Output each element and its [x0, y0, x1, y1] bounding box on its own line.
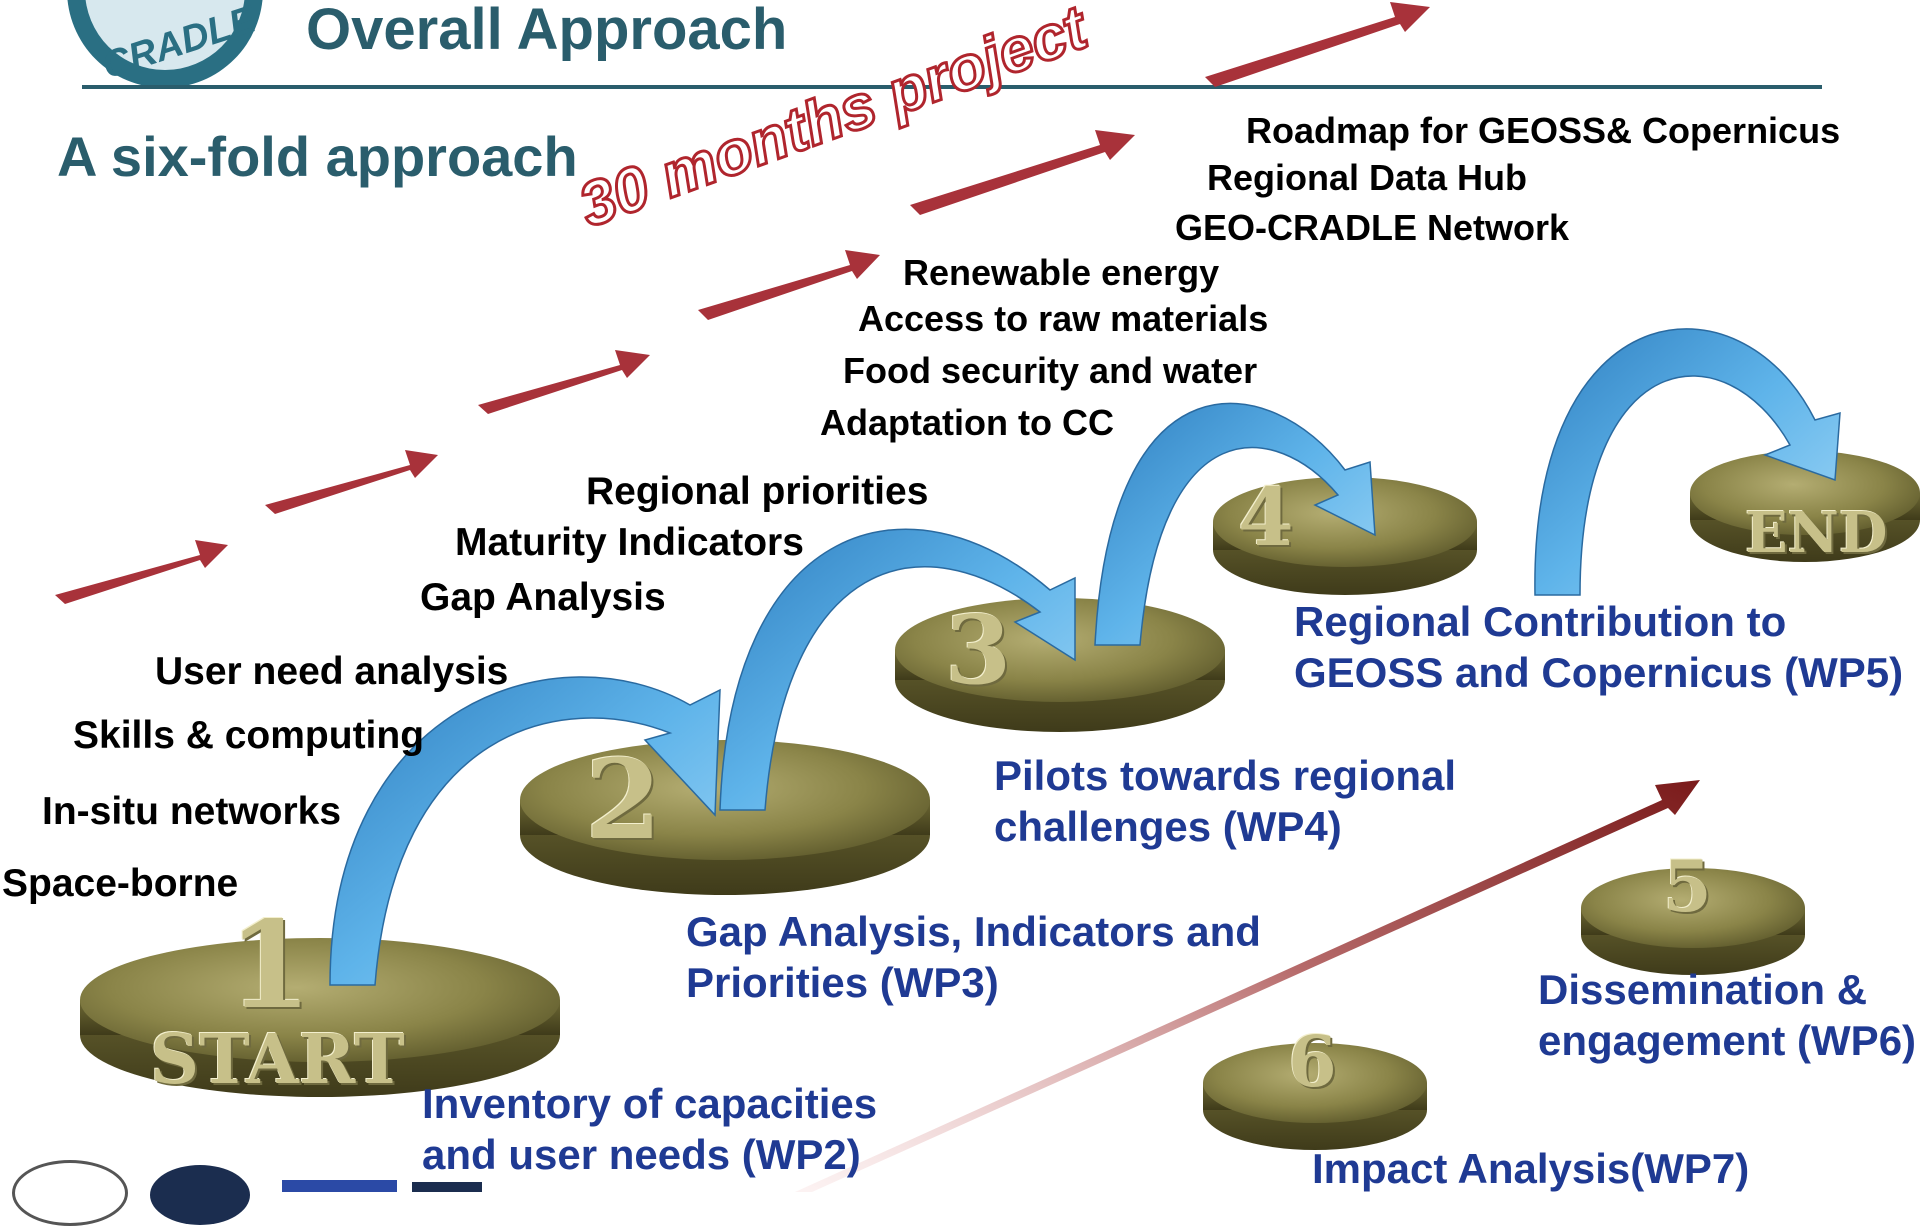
step-number-3: 3 — [945, 595, 1012, 706]
start-label: START — [150, 1020, 405, 1100]
activity-raw: Access to raw materials — [858, 298, 1269, 339]
activity-maturity: Maturity Indicators — [455, 521, 804, 564]
blue-arrow-3-4 — [1094, 402, 1376, 646]
step-number-1: 1 — [228, 895, 312, 1036]
partner-logo-geo — [150, 1165, 250, 1225]
wp7-label: Impact Analysis(WP7) — [1312, 1145, 1750, 1192]
blue-arrow-4-end — [1534, 328, 1841, 596]
step-disc-6 — [1203, 1043, 1427, 1150]
partner-logo-dark — [412, 1182, 482, 1192]
activity-adaptation: Adaptation to CC — [820, 402, 1114, 443]
step-number-6: 6 — [1288, 1020, 1337, 1103]
red-arrow-3 — [478, 350, 650, 414]
blue-arrow-2-3 — [719, 528, 1076, 811]
page-title: Overall Approach — [306, 0, 788, 62]
blue-arrows — [329, 328, 1841, 986]
step-number-5: 5 — [1663, 845, 1712, 928]
activity-network: GEO-CRADLE Network — [1175, 207, 1570, 248]
wp3-label: Gap Analysis, Indicators and Priorities … — [686, 908, 1261, 1006]
step-disc-5 — [1581, 868, 1805, 975]
activity-in-situ: In-situ networks — [42, 790, 342, 833]
activity-regional-priorities: Regional priorities — [586, 470, 929, 513]
step-number-2: 2 — [585, 735, 662, 864]
activity-space-borne: Space-borne — [2, 862, 239, 905]
activity-skills: Skills & computing — [73, 714, 425, 757]
activity-food: Food security and water — [843, 350, 1258, 391]
step-disc-4 — [1213, 477, 1477, 595]
end-label: END — [1745, 500, 1888, 566]
activity-renewable: Renewable energy — [903, 252, 1220, 293]
partner-logo-observatory — [12, 1160, 128, 1226]
wp6-label: Dissemination & engagement (WP6) — [1538, 966, 1917, 1064]
partner-logo-eu — [282, 1180, 397, 1192]
activity-roadmap: Roadmap for GEOSS& Copernicus — [1246, 110, 1841, 151]
cradle-logo — [67, 0, 263, 88]
step-number-4: 4 — [1238, 470, 1294, 564]
step-disc-end — [1690, 451, 1920, 562]
red-arrows — [55, 2, 1430, 604]
red-arrow-5 — [910, 130, 1135, 215]
activity-gap-analysis: Gap Analysis — [420, 576, 666, 619]
red-arrow-4 — [698, 250, 880, 320]
diagram-graphics — [55, 0, 1920, 1192]
wp5-label: Regional Contribution to GEOSS and Coper… — [1294, 598, 1904, 696]
activity-hub: Regional Data Hub — [1207, 157, 1528, 198]
page-subtitle: A six-fold approach — [57, 125, 578, 188]
wp4-label: Pilots towards regional challenges (WP4) — [994, 752, 1457, 850]
step-disc-1 — [80, 938, 560, 1097]
red-arrow-6 — [1205, 2, 1430, 87]
blue-arrow-1-2 — [329, 676, 721, 986]
wp2-label: Inventory of capacities and user needs (… — [422, 1080, 878, 1178]
activity-user-need: User need analysis — [155, 650, 509, 693]
red-arrow-1 — [55, 540, 228, 604]
red-arrow-2 — [265, 450, 438, 514]
